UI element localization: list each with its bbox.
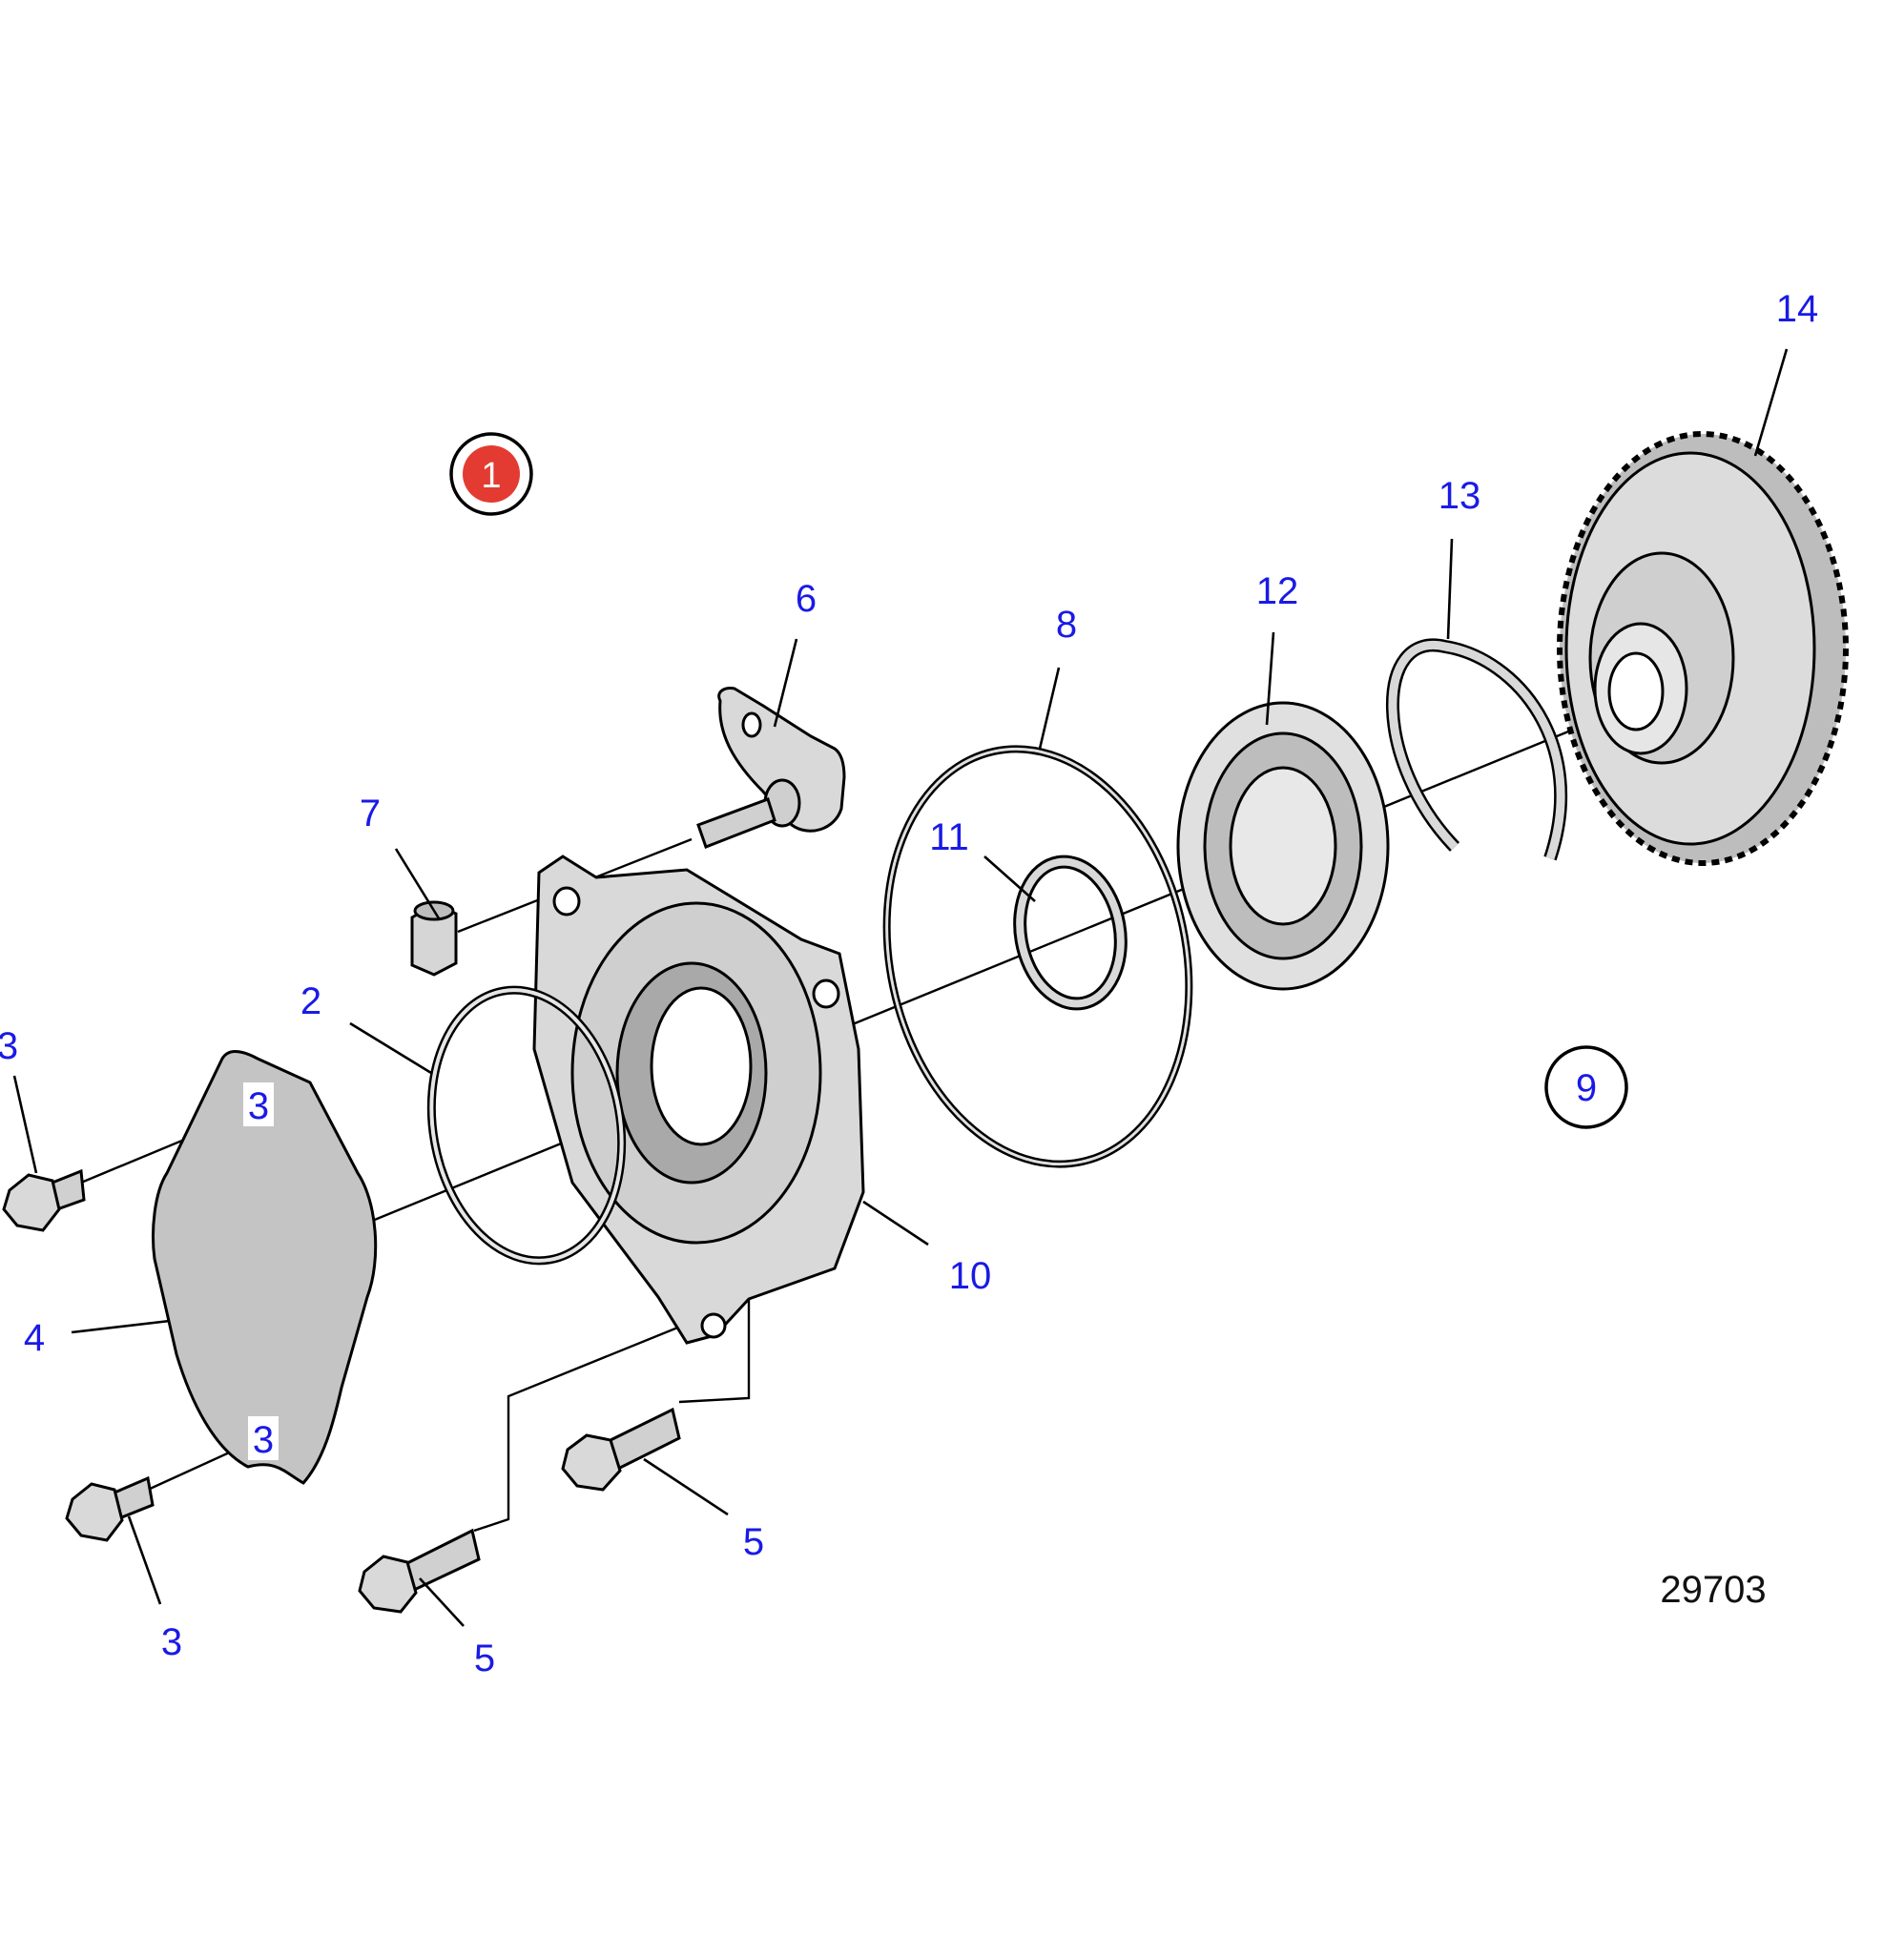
gear-part-14 <box>1557 431 1849 866</box>
callout-5-left: 5 <box>474 1638 495 1679</box>
callout-3-edge: 3 <box>0 1025 18 1067</box>
reference-marker-number: 9 <box>1576 1067 1597 1109</box>
cover-plate-part-4 <box>152 1050 378 1485</box>
callout-11: 11 <box>929 816 969 858</box>
circlip-part-13 <box>1385 638 1567 861</box>
callout-10: 10 <box>949 1255 992 1297</box>
circlip-part-11 <box>1013 855 1128 1011</box>
view-marker: 1 <box>449 432 533 516</box>
callout-3-bottom: 3 <box>161 1621 182 1663</box>
nut-part-7 <box>410 900 458 977</box>
callout-labels: 14 13 12 8 11 6 7 2 10 3 4 3 5 5 <box>0 288 1818 1679</box>
cover-plate-callouts: 3 3 <box>243 1082 279 1461</box>
bearing-part-12 <box>1176 701 1390 991</box>
callout-6: 6 <box>796 578 817 620</box>
seal-ring-part-8 <box>882 745 1193 1168</box>
callout-2: 2 <box>300 980 321 1022</box>
callout-3-plate-lower: 3 <box>253 1419 274 1461</box>
reference-marker: 9 <box>1544 1045 1628 1129</box>
bolt-part-6-shank <box>696 797 776 849</box>
callout-14: 14 <box>1776 288 1819 330</box>
bolt-part-5-upper <box>561 1407 681 1492</box>
bolt-part-3-lower <box>65 1475 155 1542</box>
view-marker-number: 1 <box>481 456 501 496</box>
bolt-part-5-lower <box>358 1528 481 1614</box>
callout-3-plate-upper: 3 <box>248 1085 269 1127</box>
callout-8: 8 <box>1056 604 1077 646</box>
bolt-part-3-upper <box>2 1168 86 1232</box>
housing-part-10 <box>532 855 865 1345</box>
callout-13: 13 <box>1438 475 1481 517</box>
figure-number: 29703 <box>1660 1569 1766 1611</box>
o-ring-part-2 <box>426 985 627 1266</box>
callout-leaders <box>12 348 1789 1627</box>
callout-7: 7 <box>360 793 381 834</box>
bracket-part-6 <box>717 687 846 833</box>
callout-4: 4 <box>24 1317 45 1359</box>
callout-5-right: 5 <box>743 1521 764 1563</box>
callout-12: 12 <box>1256 570 1299 612</box>
